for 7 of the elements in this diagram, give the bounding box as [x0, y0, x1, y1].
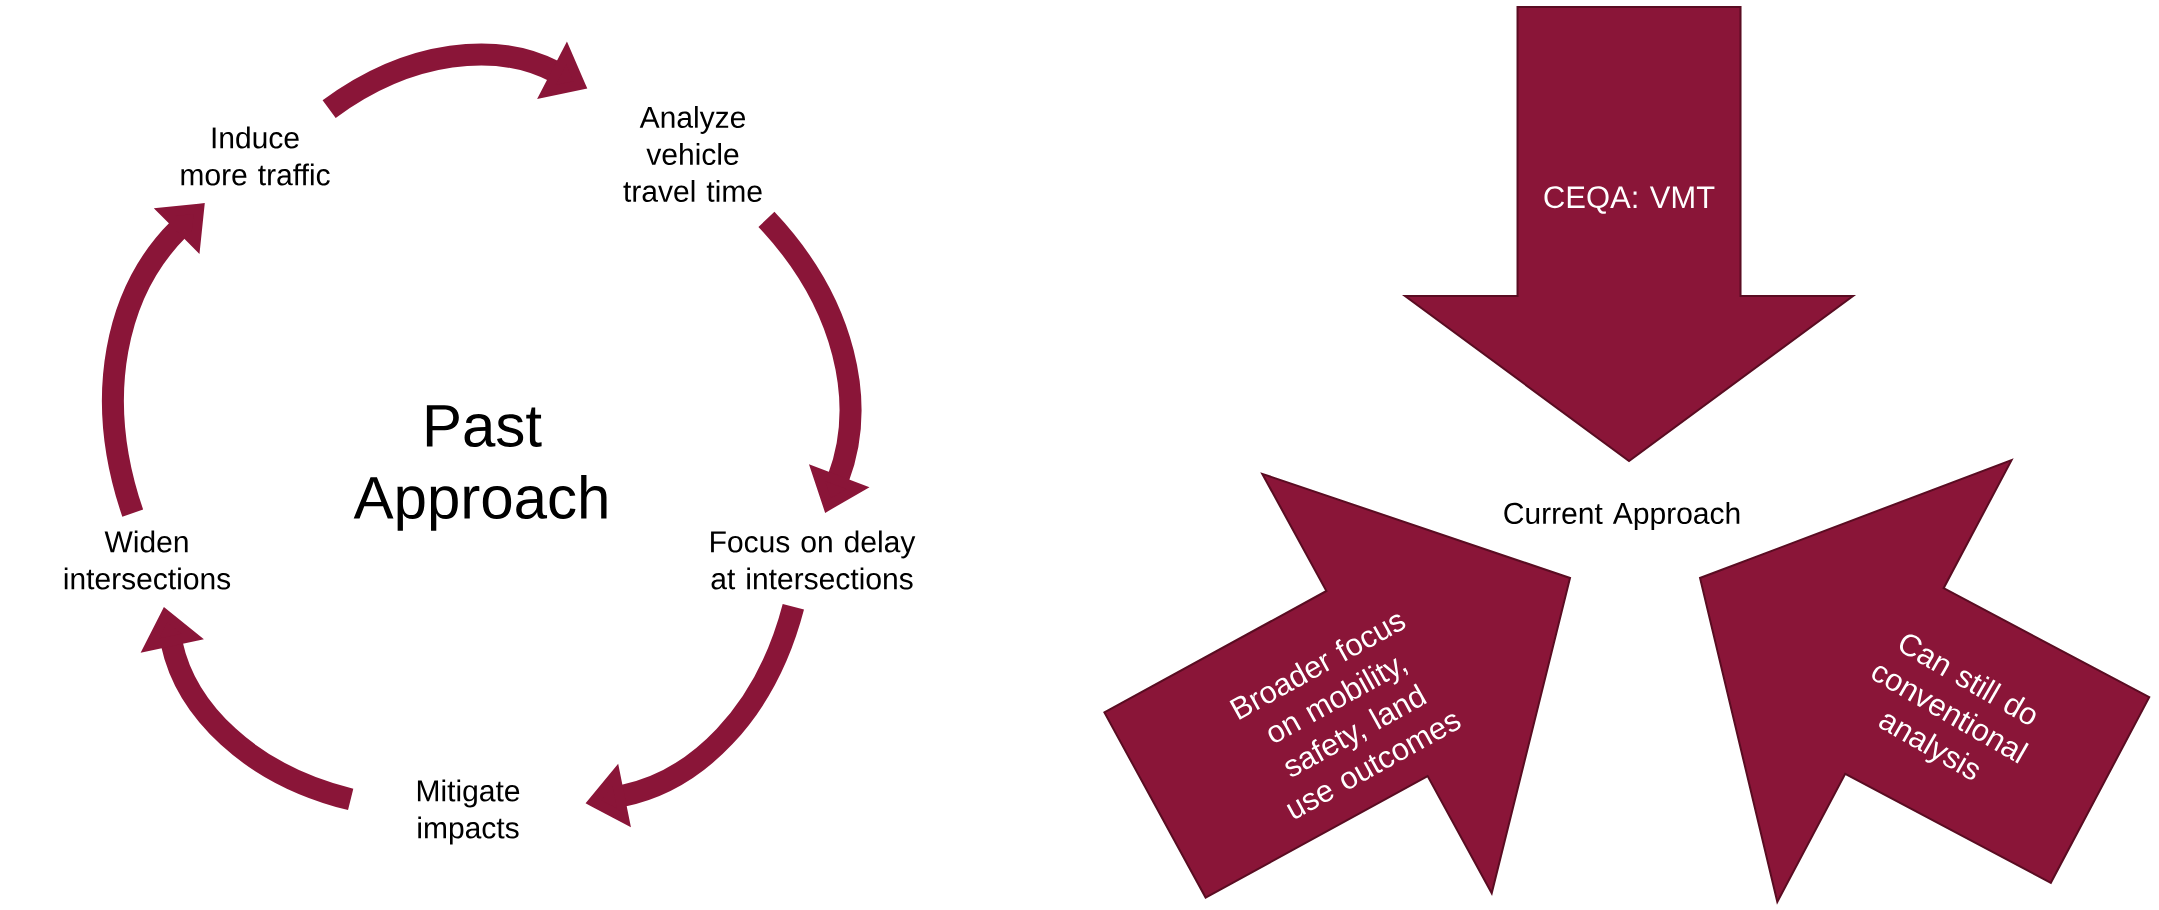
step-text: Focus on delay at intersections: [711, 530, 916, 590]
step-text: Widen intersections: [64, 530, 231, 590]
step-text: Induce more traffic: [181, 126, 330, 186]
heading-text: Past Approach: [353, 405, 607, 531]
step-text: Mitigate impacts: [417, 779, 520, 845]
curved-arrow: [102, 203, 205, 517]
step-text: Analyze vehicle travel time: [623, 105, 762, 202]
